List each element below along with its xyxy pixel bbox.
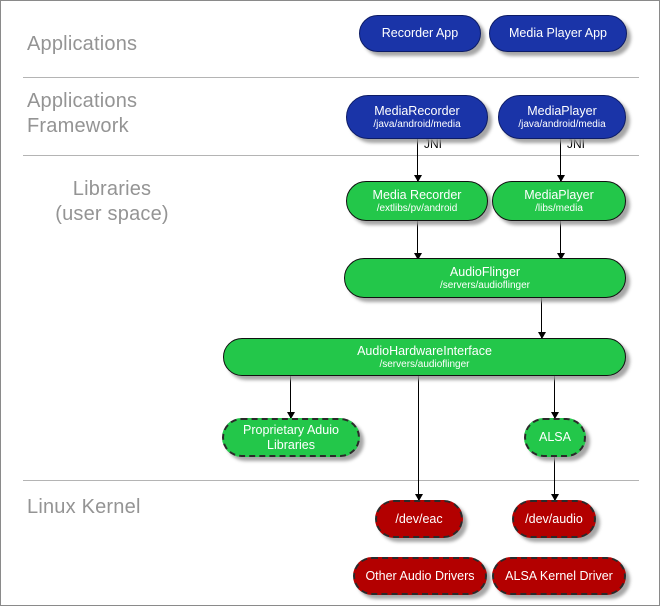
node-audio-hardware-interface-path: /servers/audioflinger bbox=[379, 358, 470, 370]
node-media-player-library[interactable]: MediaPlayer /libs/media bbox=[492, 181, 626, 221]
node-media-player-library-path: /libs/media bbox=[535, 202, 583, 214]
connector-media-player-to-audioflinger bbox=[560, 219, 561, 259]
rule-kernel-top bbox=[23, 480, 639, 481]
node-dev-audio[interactable]: /dev/audio bbox=[512, 500, 596, 538]
rule-framework-bottom bbox=[23, 155, 639, 156]
node-audio-flinger[interactable]: AudioFlinger /servers/audioflinger bbox=[344, 258, 626, 298]
connector-ahi-to-alsa bbox=[554, 376, 555, 418]
node-media-player-framework-title: MediaPlayer bbox=[527, 103, 597, 118]
node-media-recorder-framework[interactable]: MediaRecorder /java/android/media bbox=[346, 95, 488, 139]
layer-label-applications-framework-line2: Framework bbox=[27, 115, 129, 137]
layer-label-linux-kernel: Linux Kernel bbox=[27, 496, 141, 518]
layer-label-applications: Applications bbox=[27, 33, 138, 55]
node-recorder-app-title: Recorder App bbox=[381, 26, 459, 40]
node-media-recorder-framework-path: /java/android/media bbox=[373, 118, 461, 130]
arrowhead-media-player-to-audioflinger bbox=[557, 253, 565, 260]
node-alsa-title: ALSA bbox=[539, 430, 571, 444]
node-dev-eac-title: /dev/eac bbox=[395, 511, 443, 526]
arrowhead-media-recorder-to-audioflinger bbox=[414, 253, 422, 260]
node-other-audio-drivers[interactable]: Other Audio Drivers bbox=[353, 557, 487, 595]
node-proprietary-audio-libraries-title: Proprietary Aduio Libraries bbox=[243, 422, 339, 452]
arrowhead-ahi-to-proprietary-libraries bbox=[287, 412, 295, 419]
node-media-recorder-library[interactable]: Media Recorder /extlibs/pv/android bbox=[346, 181, 488, 221]
edge-label-jni-right: JNI bbox=[567, 137, 585, 151]
node-media-recorder-framework-title: MediaRecorder bbox=[374, 103, 460, 118]
node-media-recorder-library-path: /extlibs/pv/android bbox=[376, 202, 458, 214]
node-alsa[interactable]: ALSA bbox=[524, 418, 586, 457]
node-dev-eac[interactable]: /dev/eac bbox=[375, 500, 463, 538]
layer-label-libraries-line1: Libraries bbox=[72, 178, 152, 200]
arrowhead-ahi-to-dev-eac bbox=[415, 494, 423, 501]
connector-alsa-to-dev-audio bbox=[554, 457, 555, 500]
node-proprietary-audio-libraries[interactable]: Proprietary Aduio Libraries bbox=[222, 418, 360, 457]
connector-media-player-jni bbox=[560, 139, 561, 181]
arrowhead-media-player-jni bbox=[557, 175, 565, 182]
rule-applications-bottom bbox=[23, 77, 639, 78]
connector-ahi-to-dev-eac bbox=[418, 376, 419, 500]
node-audio-flinger-title: AudioFlinger bbox=[449, 264, 521, 279]
connector-audioflinger-to-audiohardwareinterface bbox=[541, 298, 542, 338]
node-audio-hardware-interface-title: AudioHardwareInterface bbox=[357, 343, 492, 358]
node-media-player-framework-path: /java/android/media bbox=[518, 118, 606, 130]
node-audio-flinger-path: /servers/audioflinger bbox=[439, 279, 531, 291]
arrowhead-alsa-to-dev-audio bbox=[551, 494, 559, 501]
node-media-player-library-title: MediaPlayer bbox=[524, 187, 594, 202]
arrowhead-audioflinger-to-audiohardwareinterface bbox=[538, 332, 546, 339]
node-audio-hardware-interface[interactable]: AudioHardwareInterface /servers/audiofli… bbox=[223, 338, 626, 376]
edge-label-jni-left: JNI bbox=[424, 137, 442, 151]
node-recorder-app[interactable]: Recorder App bbox=[359, 15, 481, 52]
layer-label-applications-framework-line1: Applications bbox=[27, 90, 138, 112]
node-media-player-framework[interactable]: MediaPlayer /java/android/media bbox=[498, 95, 626, 139]
connector-ahi-to-proprietary-libraries bbox=[290, 376, 291, 418]
node-media-player-app[interactable]: Media Player App bbox=[489, 15, 627, 52]
node-dev-audio-title: /dev/audio bbox=[525, 511, 583, 526]
layer-label-libraries-line2: (user space) bbox=[55, 203, 169, 225]
arrowhead-ahi-to-alsa bbox=[551, 412, 559, 419]
node-alsa-kernel-driver-title: ALSA Kernel Driver bbox=[505, 568, 613, 583]
node-media-player-app-title: Media Player App bbox=[509, 26, 607, 40]
connector-media-recorder-jni bbox=[417, 139, 418, 181]
arrowhead-media-recorder-jni bbox=[414, 175, 422, 182]
node-alsa-kernel-driver[interactable]: ALSA Kernel Driver bbox=[492, 557, 626, 595]
connector-media-recorder-to-audioflinger bbox=[417, 219, 418, 259]
node-other-audio-drivers-title: Other Audio Drivers bbox=[365, 568, 475, 583]
node-media-recorder-library-title: Media Recorder bbox=[372, 187, 462, 202]
